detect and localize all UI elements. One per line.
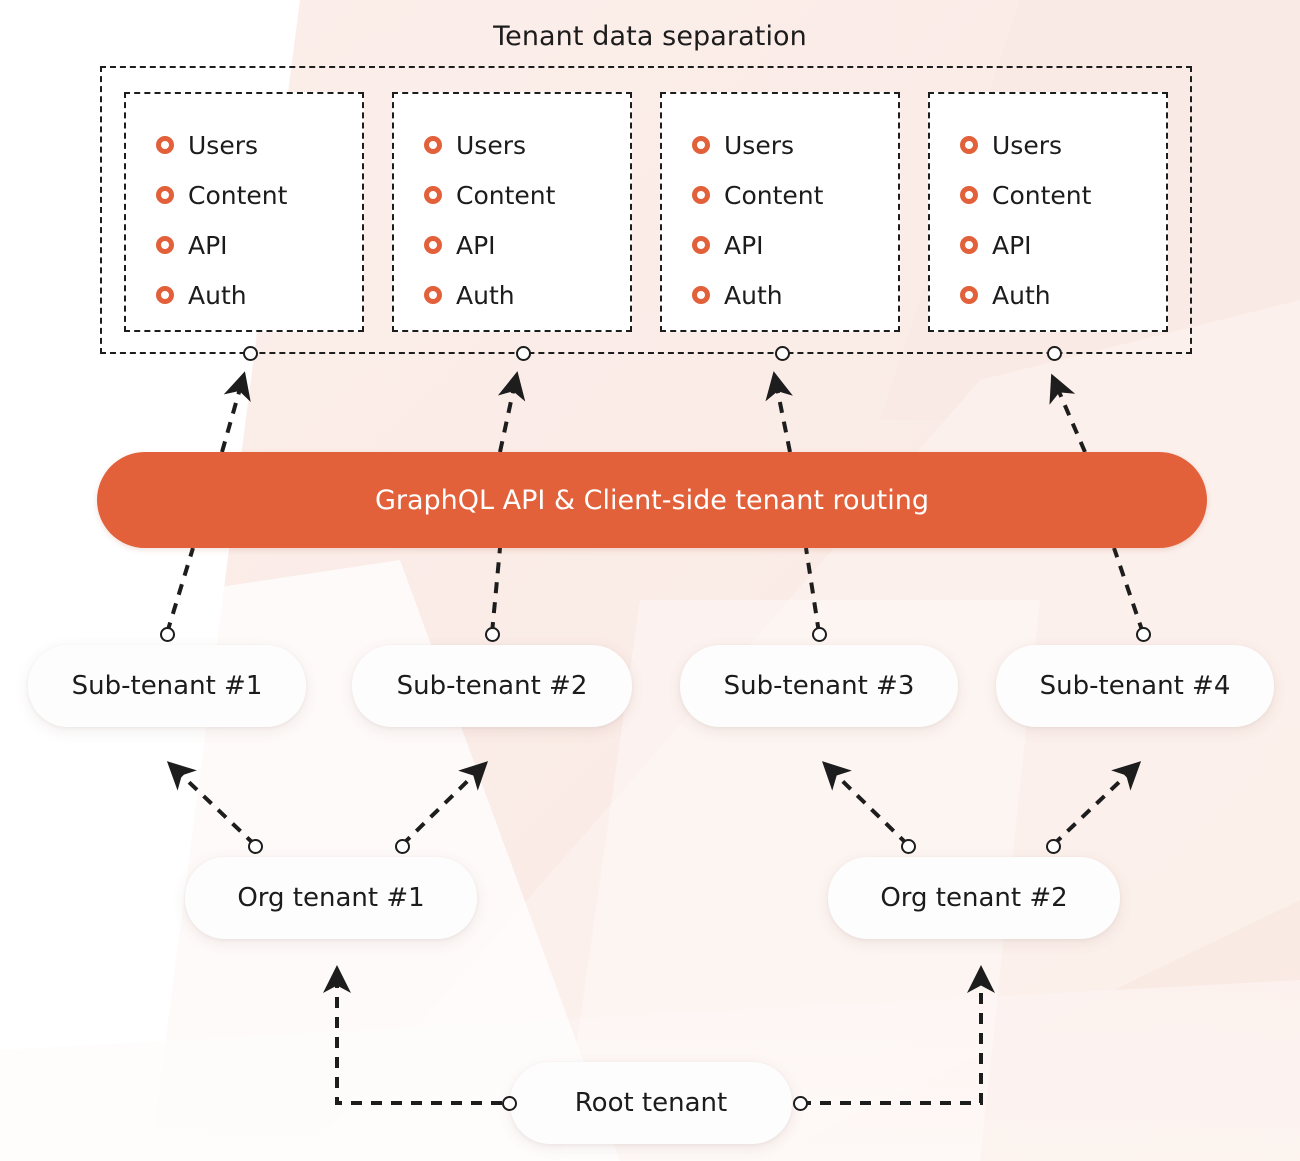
connector-dot-org2-right[interactable] — [1046, 839, 1061, 854]
tenant-3-item-content: Content — [692, 170, 898, 220]
tenant-2-item-content: Content — [424, 170, 630, 220]
bullet-ring-icon — [424, 136, 442, 154]
tenant-box-2[interactable]: Users Content API Auth — [392, 92, 632, 332]
node-sub-tenant-4[interactable]: Sub-tenant #4 — [996, 645, 1274, 727]
tenant-4-item-api: API — [960, 220, 1166, 270]
connector-dot-sep1[interactable] — [243, 346, 258, 361]
node-org-tenant-2[interactable]: Org tenant #2 — [828, 857, 1120, 939]
bullet-ring-icon — [156, 286, 174, 304]
tenant-box-3[interactable]: Users Content API Auth — [660, 92, 900, 332]
node-sub-tenant-1[interactable]: Sub-tenant #1 — [28, 645, 306, 727]
tenant-4-item-auth: Auth — [960, 270, 1166, 320]
connector-dot-root-left[interactable] — [502, 1096, 517, 1111]
bullet-ring-icon — [156, 236, 174, 254]
connector-dot-sub2-top[interactable] — [485, 627, 500, 642]
connector-dot-org1-left[interactable] — [248, 839, 263, 854]
connector-dot-sub4-top[interactable] — [1136, 627, 1151, 642]
node-root-tenant-label: Root tenant — [574, 1088, 728, 1118]
node-sub-tenant-3-label: Sub-tenant #3 — [723, 671, 915, 701]
connector-dot-sep2[interactable] — [516, 346, 531, 361]
bullet-ring-icon — [692, 286, 710, 304]
node-org-tenant-1-label: Org tenant #1 — [237, 883, 425, 913]
bullet-ring-icon — [156, 186, 174, 204]
node-sub-tenant-3[interactable]: Sub-tenant #3 — [680, 645, 958, 727]
bullet-ring-icon — [424, 286, 442, 304]
tenant-2-item-api: API — [424, 220, 630, 270]
node-root-tenant[interactable]: Root tenant — [510, 1062, 792, 1144]
bullet-ring-icon — [424, 186, 442, 204]
bullet-ring-icon — [692, 236, 710, 254]
connector-dot-org2-left[interactable] — [901, 839, 916, 854]
graphql-api-bar-label: GraphQL API & Client-side tenant routing — [374, 484, 930, 516]
tenant-2-item-auth: Auth — [424, 270, 630, 320]
bullet-ring-icon — [692, 136, 710, 154]
diagram-title: Tenant data separation — [493, 21, 807, 52]
bullet-ring-icon — [692, 186, 710, 204]
connector-dot-root-right[interactable] — [793, 1096, 808, 1111]
tenant-3-item-api: API — [692, 220, 898, 270]
bullet-ring-icon — [960, 286, 978, 304]
bullet-ring-icon — [424, 236, 442, 254]
tenant-1-item-auth: Auth — [156, 270, 362, 320]
node-sub-tenant-2[interactable]: Sub-tenant #2 — [352, 645, 632, 727]
tenant-box-4[interactable]: Users Content API Auth — [928, 92, 1168, 332]
tenant-1-item-content: Content — [156, 170, 362, 220]
tenant-2-item-users: Users — [424, 120, 630, 170]
tenant-1-item-users: Users — [156, 120, 362, 170]
tenant-separation-container — [100, 66, 1192, 354]
tenant-1-item-api: API — [156, 220, 362, 270]
node-org-tenant-2-label: Org tenant #2 — [880, 883, 1068, 913]
connector-dot-sep3[interactable] — [775, 346, 790, 361]
bullet-ring-icon — [960, 236, 978, 254]
node-sub-tenant-2-label: Sub-tenant #2 — [396, 671, 588, 701]
node-sub-tenant-4-label: Sub-tenant #4 — [1039, 671, 1231, 701]
tenant-3-item-users: Users — [692, 120, 898, 170]
bullet-ring-icon — [960, 186, 978, 204]
connector-dot-org1-right[interactable] — [395, 839, 410, 854]
connector-dot-sub3-top[interactable] — [812, 627, 827, 642]
tenant-3-item-auth: Auth — [692, 270, 898, 320]
tenant-4-item-content: Content — [960, 170, 1166, 220]
tenant-4-item-users: Users — [960, 120, 1166, 170]
node-org-tenant-1[interactable]: Org tenant #1 — [185, 857, 477, 939]
bullet-ring-icon — [156, 136, 174, 154]
tenant-box-group: Users Content API Auth Users Conte — [100, 92, 1192, 332]
graphql-api-bar[interactable]: GraphQL API & Client-side tenant routing — [97, 452, 1207, 548]
bullet-ring-icon — [960, 136, 978, 154]
node-sub-tenant-1-label: Sub-tenant #1 — [71, 671, 263, 701]
tenant-box-1[interactable]: Users Content API Auth — [124, 92, 364, 332]
connector-dot-sep4[interactable] — [1047, 346, 1062, 361]
connector-dot-sub1-top[interactable] — [160, 627, 175, 642]
